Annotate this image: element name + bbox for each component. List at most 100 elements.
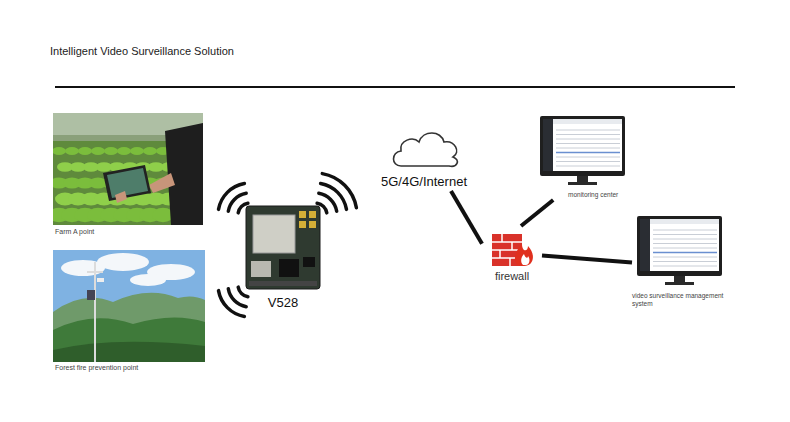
- processor: [279, 259, 299, 277]
- firewall-picture: [482, 226, 542, 268]
- network-link: [521, 200, 553, 226]
- flame-core: [521, 254, 529, 265]
- lettuce: [130, 147, 144, 155]
- table-row: [653, 252, 717, 253]
- camera: [97, 278, 104, 282]
- mortar: [501, 234, 503, 242]
- table-row: [653, 234, 717, 235]
- table-row: [556, 161, 620, 162]
- cloud-node: 5G/4G/Internet: [370, 124, 478, 191]
- monitor-icon: [637, 216, 722, 285]
- firewall-node: firewall: [482, 226, 542, 285]
- screen-sidebar: [640, 219, 650, 271]
- person-arm: [149, 173, 175, 193]
- signal-arc: [319, 193, 337, 211]
- node-label: V528: [245, 295, 321, 311]
- modem-module: [253, 215, 295, 253]
- table-row: [653, 243, 717, 244]
- lettuce: [53, 147, 66, 155]
- cloud-picture: [370, 124, 478, 170]
- diagram-title: Intelligent Video Surveillance Solution: [50, 45, 234, 57]
- monitor-foot: [665, 282, 694, 285]
- forest-picture: [53, 250, 205, 362]
- farm-node: Farm A point: [53, 113, 203, 238]
- antenna-connector: [299, 221, 306, 228]
- table-row: [653, 261, 717, 262]
- node-label: video surveillance management system: [632, 292, 732, 308]
- signal-arc: [322, 174, 356, 208]
- flame: [515, 244, 533, 266]
- near-mountain: [53, 317, 205, 362]
- screen: [640, 219, 719, 271]
- table-row: [653, 257, 717, 258]
- screen: [543, 119, 622, 171]
- wireless-signal: [219, 174, 357, 317]
- lettuce: [143, 147, 157, 155]
- table-row: [653, 248, 717, 249]
- forest-node: Forest fire prevention point: [53, 250, 205, 374]
- lettuce: [91, 147, 105, 155]
- screen-header: [553, 119, 622, 124]
- pole-arm: [87, 271, 103, 273]
- network-link: [451, 191, 482, 244]
- monitor-node: monitoring center: [540, 116, 628, 200]
- screen-header: [650, 219, 719, 224]
- header-rule: [55, 86, 735, 88]
- monitor-bezel: [637, 216, 722, 276]
- signal-arc: [219, 291, 245, 317]
- memory-chip: [303, 257, 315, 267]
- mortar: [511, 242, 513, 250]
- node-label: firewall: [482, 270, 542, 283]
- camera-pole: [94, 262, 96, 362]
- node-label: 5G/4G/Internet: [370, 174, 478, 190]
- cloud-outline: [394, 133, 458, 166]
- cloud-puff: [130, 274, 166, 286]
- foreground-slope: [53, 342, 205, 362]
- pcb: [246, 206, 320, 289]
- network-link: [542, 256, 632, 263]
- antenna-connector: [299, 211, 306, 218]
- table-row: [556, 130, 620, 131]
- lettuce: [78, 147, 92, 155]
- far-mountain: [53, 293, 205, 362]
- table-row: [556, 157, 620, 158]
- cloud-icon: [394, 133, 458, 166]
- monitor-picture: [632, 216, 732, 288]
- table-row: [556, 166, 620, 167]
- node-label: monitoring center: [568, 191, 628, 199]
- node-label: Farm A point: [55, 228, 203, 236]
- field-ground: [53, 113, 203, 225]
- cloud-puff: [97, 253, 149, 271]
- monitor-icon: [540, 116, 625, 185]
- tablet-screen: [107, 168, 148, 198]
- sim-slot: [251, 261, 271, 277]
- signal-arc: [228, 289, 246, 307]
- lettuce: [117, 147, 131, 155]
- sky: [53, 250, 205, 362]
- table-row: [653, 230, 717, 231]
- monitor-neck: [577, 176, 588, 182]
- antenna-connector: [309, 221, 316, 228]
- table-row: [556, 152, 620, 153]
- monitor-bezel: [540, 116, 625, 176]
- table-row: [556, 139, 620, 140]
- tablet: [103, 165, 151, 201]
- table-row: [556, 148, 620, 149]
- mortar: [492, 241, 522, 243]
- table-row: [653, 266, 717, 267]
- monitor-neck: [674, 276, 685, 282]
- monitor-node: video surveillance management system: [632, 216, 732, 309]
- monitor-picture: [540, 116, 628, 188]
- board-picture: [245, 205, 321, 290]
- firewall-icon: [492, 234, 533, 266]
- table-row: [653, 239, 717, 240]
- signal-arc: [321, 184, 347, 210]
- table-row: [556, 143, 620, 144]
- signal-arc: [228, 193, 246, 211]
- lettuce: [104, 147, 118, 155]
- hand: [115, 191, 127, 203]
- signal-arc: [219, 184, 245, 210]
- mortar: [499, 250, 501, 258]
- screen-sidebar: [543, 119, 553, 171]
